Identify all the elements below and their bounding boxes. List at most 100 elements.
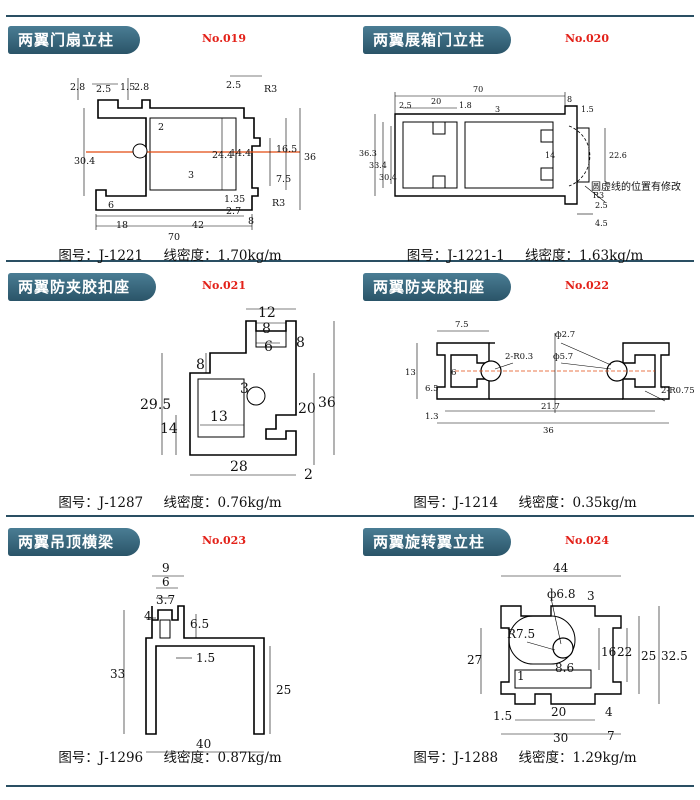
- panel-title: 两翼防夹胶扣座: [8, 273, 157, 301]
- dim-label: R3: [272, 198, 285, 209]
- dim-label: 30: [553, 731, 568, 745]
- model-number: No.019: [202, 32, 246, 45]
- dim-label: 27: [467, 653, 482, 667]
- profile-panel-023: 两翼吊顶横梁 No.023 9 6 3.7 4 6.5 33 1.5 25 40…: [0, 520, 340, 772]
- model-number: No.022: [565, 279, 609, 292]
- dim-label: 14: [545, 151, 555, 160]
- dim-label: 4: [144, 609, 152, 623]
- dim-label: 36: [543, 426, 554, 436]
- dim-label: 8: [567, 95, 572, 104]
- linear-density: 线密度：0.35kg/m: [518, 495, 637, 511]
- profile-drawing-j1296: 9 6 3.7 4 6.5 33 1.5 25 40: [110, 561, 291, 753]
- dim-label: 1.5: [581, 105, 594, 114]
- dim-label: 1: [517, 669, 525, 683]
- profile-panel-020: 两翼展箱门立柱 No.020 70 2.5 20 1.8 8 1.5 3: [355, 18, 695, 270]
- profile-panel-019: 两翼门扇立柱 No.019 2.8 2.5 1.5 2.8 2.5 R3 2 3…: [0, 18, 340, 270]
- dim-label: 2: [158, 122, 164, 133]
- dim-label: 21.7: [541, 402, 560, 412]
- dim-label: 42: [192, 220, 204, 231]
- dim-label: 2.8: [70, 82, 85, 93]
- spec-caption: 图号：J-1214 线密度：0.35kg/m: [355, 491, 695, 511]
- dim-label: 16.5: [276, 144, 297, 155]
- dim-label: 8: [248, 216, 254, 227]
- dim-label: 70: [168, 232, 180, 243]
- model-number: No.024: [565, 534, 609, 547]
- linear-density: 线密度：1.70kg/m: [163, 248, 282, 264]
- profile-drawing-j1288: 44 ф6.8 3 R7.5 16 22 25 32.5 27 8.6 1 20…: [467, 561, 688, 745]
- model-number: No.023: [202, 534, 246, 547]
- dim-label: 33.4: [369, 161, 387, 170]
- linear-density: 线密度：1.29kg/m: [518, 750, 637, 766]
- dim-label: 2.5: [399, 101, 412, 110]
- profile-drawing-j1214: 7.5 ф2.7 ф5.7 2-R0.3 13 6 6.5 2-R0.75 1.…: [405, 320, 695, 436]
- dim-label: 30.4: [379, 173, 397, 182]
- dim-label: 9: [162, 561, 170, 575]
- dim-label: 2.5: [226, 80, 241, 91]
- divider-1: [6, 260, 694, 262]
- dim-label: 3: [495, 105, 500, 114]
- drawing-number: 图号：J-1296: [58, 750, 144, 766]
- dim-label: 22.6: [609, 151, 627, 160]
- dim-label: 3.7: [156, 593, 175, 607]
- linear-density: 线密度：1.63kg/m: [525, 248, 644, 264]
- dim-label: 7.5: [455, 320, 469, 330]
- dim-label: R3: [593, 191, 604, 200]
- dim-label: 2-R0.3: [505, 352, 533, 362]
- revision-note: 圆虚线的位置有修改: [591, 180, 681, 193]
- dim-label: R7.5: [507, 627, 535, 641]
- dim-label: 2.5: [96, 84, 111, 95]
- dim-label: 2: [304, 467, 313, 483]
- dim-label: 8.6: [555, 661, 574, 675]
- dim-label: 6: [108, 200, 114, 211]
- dim-label: 3: [587, 589, 595, 603]
- dim-label: 14: [160, 421, 178, 437]
- dim-label: 22: [617, 645, 632, 659]
- dim-label: 7.5: [276, 174, 291, 185]
- spec-caption: 图号：J-1287 线密度：0.76kg/m: [0, 491, 340, 511]
- dim-label: 2-R0.75: [661, 386, 695, 396]
- dim-label: 2.7: [226, 206, 241, 217]
- dim-label: 13: [405, 368, 416, 378]
- dim-label: 6: [162, 575, 170, 589]
- dim-label: 36.3: [359, 149, 377, 158]
- dim-label: 20: [298, 401, 316, 417]
- panel-title: 两翼旋转翼立柱: [363, 528, 512, 556]
- dim-label: 20: [431, 97, 441, 106]
- model-number: No.021: [202, 279, 246, 292]
- dim-label: 30.4: [74, 156, 95, 167]
- dim-label: 1.35: [224, 194, 245, 205]
- dim-label: 3: [240, 381, 249, 397]
- dim-label: 12: [258, 305, 276, 321]
- profile-panel-021: 两翼防夹胶扣座 No.021 12 8 6 8 8 29.5 3 20 36 1…: [0, 265, 340, 517]
- dim-label: 6.5: [425, 384, 439, 394]
- dim-label: 2.8: [134, 82, 149, 93]
- profile-drawing-j1221: 2.8 2.5 1.5 2.8 2.5 R3 2 30.4 24.4 14.4 …: [70, 75, 316, 243]
- profile-drawing-j1287: 12 8 6 8 8 29.5 3 20 36 14 13 28 2: [140, 305, 336, 483]
- dim-label: 1.5: [196, 651, 215, 665]
- dim-label: 6: [451, 368, 456, 378]
- dim-label: 13: [210, 409, 228, 425]
- dim-label: 8: [296, 335, 305, 351]
- dim-label: 40: [196, 737, 211, 751]
- panel-title: 两翼门扇立柱: [8, 26, 141, 54]
- bottom-rule: [6, 785, 694, 787]
- top-rule: [6, 15, 694, 17]
- dim-label: 8: [196, 357, 205, 373]
- dim-label: 1.5: [493, 709, 512, 723]
- linear-density: 线密度：0.87kg/m: [163, 750, 282, 766]
- dim-label: 1.5: [120, 82, 135, 93]
- dim-label: ф2.7: [555, 330, 575, 340]
- dim-label: 70: [473, 85, 483, 94]
- dim-label: ф6.8: [547, 587, 575, 601]
- linear-density: 线密度：0.76kg/m: [163, 495, 282, 511]
- dim-label: 36: [318, 395, 336, 411]
- panel-title: 两翼吊顶横梁: [8, 528, 141, 556]
- spec-caption: 图号：J-1221-1 线密度：1.63kg/m: [355, 244, 695, 264]
- dim-label: 6: [264, 339, 273, 355]
- drawing-number: 图号：J-1288: [413, 750, 499, 766]
- panel-title: 两翼防夹胶扣座: [363, 273, 512, 301]
- dim-label: 28: [230, 459, 248, 475]
- dim-label: R3: [264, 84, 277, 95]
- dim-label: 8: [262, 321, 271, 337]
- dim-label: 33: [110, 667, 125, 681]
